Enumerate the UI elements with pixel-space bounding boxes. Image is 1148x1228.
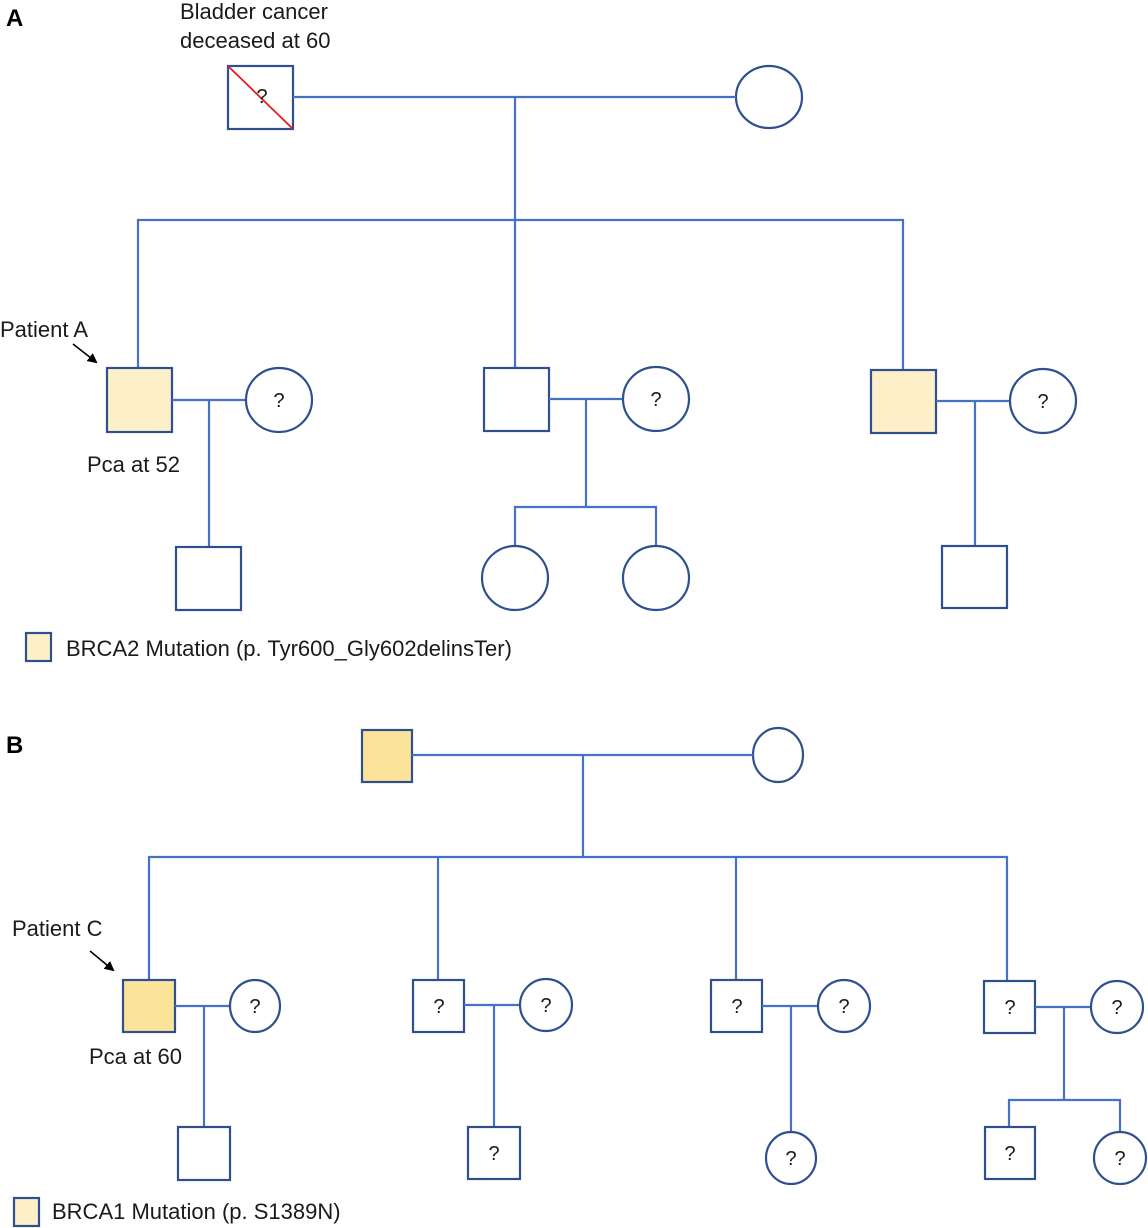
patient-a-spouse-question-mark: ? xyxy=(273,390,284,412)
patient-c-note: Pca at 60 xyxy=(89,1044,182,1069)
panel-a: A Bladder cancer deceased at 60 ? Patien… xyxy=(0,0,1078,663)
brother4-question-mark: ? xyxy=(1004,997,1015,1019)
brother4-spouse-circle xyxy=(1089,979,1145,1035)
grandfather-square-b xyxy=(360,728,414,784)
patient-c-son-square xyxy=(176,1125,232,1182)
patient-c-square xyxy=(121,978,177,1034)
sibship-line-b xyxy=(147,855,1009,980)
brother3-question-mark: ? xyxy=(731,996,742,1018)
proband-arrow xyxy=(72,343,98,364)
patient-a-square xyxy=(105,366,174,434)
legend-b-text: BRCA1 Mutation (p. S1389N) xyxy=(52,1199,341,1224)
brother2-child-question-mark: ? xyxy=(488,1143,499,1165)
sibling2-spouse-circle xyxy=(621,365,691,433)
brother2-question-mark: ? xyxy=(433,996,444,1018)
proband-arrow-b xyxy=(89,950,115,972)
brother2-spouse-circle xyxy=(518,977,574,1033)
patient-a-son-square xyxy=(174,545,243,612)
brother2-spouse-question-mark: ? xyxy=(540,995,551,1017)
sibling3-spouse-question-mark: ? xyxy=(1037,391,1048,413)
brother2-child-square xyxy=(466,1125,522,1181)
brother3-daughter-circle xyxy=(764,1130,818,1186)
sibling3-square xyxy=(869,368,938,435)
sibling2-daughter1-circle xyxy=(480,544,550,612)
brother4-spouse-question-mark: ? xyxy=(1111,997,1122,1019)
patient-a-note: Pca at 52 xyxy=(87,452,180,477)
sibship-line xyxy=(136,218,905,370)
patient-a-spouse-circle xyxy=(244,366,314,434)
brother4-daughter-question-mark: ? xyxy=(1114,1148,1125,1170)
patient-c-spouse-circle xyxy=(228,978,282,1034)
grandfather-question-mark: ? xyxy=(256,86,267,108)
brother3-spouse-question-mark: ? xyxy=(838,996,849,1018)
sibling3-spouse-circle xyxy=(1008,367,1078,435)
grandfather-note-line2: deceased at 60 xyxy=(180,28,330,53)
brother4-sibship-line xyxy=(1007,1098,1122,1132)
panel-b-label: B xyxy=(6,732,23,759)
sibling2-daughter2-circle xyxy=(621,544,691,612)
brother3-daughter-question-mark: ? xyxy=(785,1148,796,1170)
brother4-son-question-mark: ? xyxy=(1004,1143,1015,1165)
legend-b-swatch xyxy=(12,1196,41,1228)
patient-c-spouse-question-mark: ? xyxy=(249,996,260,1018)
deceased-slash xyxy=(227,65,294,130)
brother4-daughter-circle xyxy=(1092,1130,1148,1186)
grandmother-circle-b xyxy=(751,726,805,784)
panel-b: B Patient C Pca at 60 ? ? ? ? ? ? xyxy=(6,726,1148,1228)
brother2-square xyxy=(411,978,466,1034)
brother4-square xyxy=(982,979,1037,1035)
proband-label: Patient A xyxy=(0,317,88,342)
sibling2-sibship-line xyxy=(513,505,658,547)
legend-a-swatch xyxy=(24,631,53,663)
panel-a-label: A xyxy=(6,5,23,32)
grandmother-circle xyxy=(734,64,804,130)
proband-label-b: Patient C xyxy=(12,916,103,941)
brother3-spouse-circle xyxy=(816,978,872,1034)
sibling2-square xyxy=(482,366,551,433)
grandfather-note-line1: Bladder cancer xyxy=(180,0,328,24)
legend-a-text: BRCA2 Mutation (p. Tyr600_Gly602delinsTe… xyxy=(66,636,512,661)
sibling3-son-square xyxy=(940,544,1009,610)
sibling2-spouse-question-mark: ? xyxy=(650,389,661,411)
brother4-son-square xyxy=(983,1125,1037,1181)
